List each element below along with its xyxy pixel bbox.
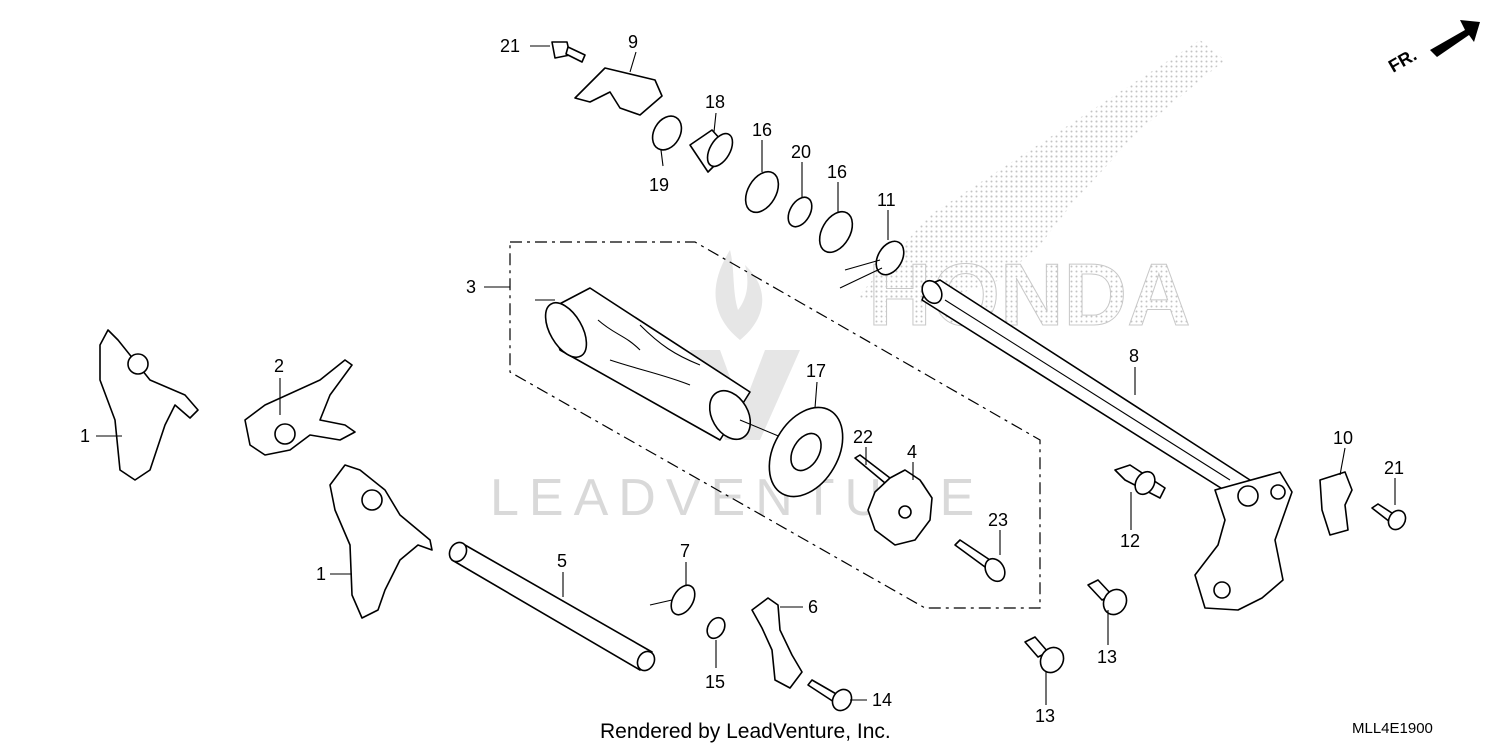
callout-13: 13: [1035, 706, 1055, 726]
flange-bolt-13-upper: [1087, 579, 1128, 616]
bracket: [574, 67, 663, 116]
leader-lines: [96, 45, 1396, 705]
washer-15: [706, 616, 726, 640]
callout-9: 9: [628, 32, 638, 52]
callout-11: 11: [877, 190, 896, 210]
callout-2: 2: [274, 356, 284, 376]
callout-1: 1: [80, 426, 90, 446]
stopper-arm-bolt: [807, 679, 853, 712]
shift-fork-lower-left: [329, 464, 433, 619]
honda-wing-watermark: HONDA: [855, 40, 1225, 345]
rendered-by-credit: Rendered by LeadVenture, Inc.: [600, 720, 891, 743]
front-label: FR.: [1385, 45, 1420, 77]
callout-20: 20: [791, 142, 811, 162]
front-direction-arrow: FR.: [1385, 20, 1480, 76]
stopper-spring: [649, 584, 696, 616]
shift-arm-assembly: [1194, 471, 1293, 611]
diagram-code: MLL4E1900: [1352, 720, 1433, 737]
circlip: [787, 196, 813, 228]
washer-16-upper: [744, 170, 780, 214]
callout-labels: 21 9 18 19 16 20 16 11 3 2 1 1 17 22 4 2…: [80, 32, 1404, 726]
callout-22: 22: [853, 427, 873, 447]
callout-15: 15: [705, 672, 725, 692]
stopper-arm: [751, 597, 803, 689]
socket-bolt: [954, 539, 1006, 583]
drum-bearing: [768, 406, 844, 498]
callout-3: 3: [466, 277, 476, 297]
shift-fork-center: [244, 359, 356, 456]
callout-23: 23: [988, 510, 1008, 530]
callout-1: 1: [316, 564, 326, 584]
flange-bolt-right: [1371, 503, 1407, 531]
washer-16-lower: [818, 210, 854, 254]
callout-14: 14: [872, 690, 892, 710]
flange-bolt-13-lower: [1024, 636, 1065, 674]
callout-7: 7: [680, 541, 690, 561]
shift-fork-upper-left: [99, 329, 199, 481]
callout-4: 4: [907, 442, 917, 462]
drum-center-star: [867, 469, 933, 546]
callout-21: 21: [500, 36, 520, 56]
return-spring: [839, 240, 905, 289]
callout-10: 10: [1333, 428, 1353, 448]
callout-18: 18: [705, 92, 725, 112]
callout-16: 16: [752, 120, 772, 140]
callout-5: 5: [557, 551, 567, 571]
callout-13: 13: [1097, 647, 1117, 667]
stud-bolt: [1114, 464, 1166, 499]
needle-bearing: [689, 129, 734, 173]
callout-17: 17: [806, 361, 826, 381]
callout-12: 12: [1120, 531, 1140, 551]
guide-plate: [1319, 471, 1353, 536]
callout-16: 16: [827, 162, 847, 182]
callout-21: 21: [1384, 458, 1404, 478]
fork-shaft: [448, 541, 656, 672]
honda-watermark-text: HONDA: [868, 245, 1191, 344]
callout-6: 6: [808, 597, 818, 617]
callout-8: 8: [1129, 346, 1139, 366]
flange-bolt-top: [551, 41, 586, 63]
washer: [651, 115, 683, 151]
callout-19: 19: [649, 175, 669, 195]
drum-assembly-outline: [509, 241, 1041, 609]
